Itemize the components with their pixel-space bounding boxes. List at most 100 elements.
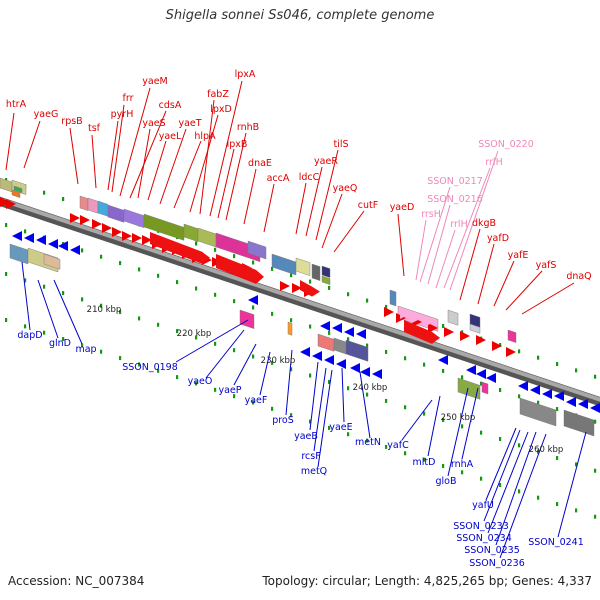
leader-line [427,204,451,285]
gene-label-ldcC: ldcC [299,172,320,183]
gene-arrow [320,321,330,331]
track-dot [442,323,445,328]
gene-arrow [492,341,502,351]
gene-label-pyrH: pyrH [111,109,134,120]
pseudo-label-SSON_0220: SSON_0220 [478,139,534,150]
feature-block [389,289,397,307]
feature-block [97,200,109,217]
scale-label: 260 kbp [529,445,564,455]
track-dot [195,381,198,386]
track-dot [442,417,445,422]
feature-block [87,197,99,214]
leader-line [159,128,187,205]
track-dot [537,355,540,360]
leader-line [341,367,345,423]
gene-label-dkgB: dkgB [472,218,496,229]
gene-arrow [292,283,302,293]
gene-label-rnhA: rnhA [451,459,474,470]
gene-arrow [248,295,258,305]
track-dot [5,272,8,277]
feature-block [123,208,145,228]
gene-label-rpsB: rpsB [61,116,82,127]
gene-label-frr: frr [123,93,134,104]
pseudo-label-rrlH: rrlH [485,157,502,168]
leader-line [483,429,521,522]
leader-line [477,243,495,305]
track-dot [442,463,445,468]
track-dot [328,285,331,290]
gene-label-lpxA: lpxA [235,69,256,80]
track-dot [461,375,464,380]
gene-label-htrA: htrA [6,99,27,110]
track-dot [537,400,540,405]
leader-line [459,228,481,301]
track-dot [556,502,559,507]
gene-label-yaeF: yaeF [245,395,268,406]
leader-line [147,140,167,201]
gene-label-rnhB: rnhB [237,122,259,133]
leader-line [427,395,441,457]
track-dot [214,387,217,392]
gene-arrow [590,403,600,413]
track-dot [252,400,255,405]
gene-label-metN: metN [355,437,381,448]
track-dot [24,278,27,283]
feature-block [469,323,481,334]
track-dot [62,291,65,296]
leader-line [493,260,515,307]
gene-label-cutF: cutF [358,200,378,211]
gene-label-accA: accA [267,173,290,184]
gene-label-yaeR: yaeR [314,156,338,167]
feature-block [345,339,369,362]
track-dot [5,223,8,228]
track-dot [556,456,559,461]
track-dot [366,298,369,303]
track-dot [81,297,84,302]
feature-block [321,265,331,278]
leader-line [499,433,547,559]
gene-arrow [312,351,322,361]
track-dot [499,343,502,348]
track-dot [24,324,27,329]
gene-arrow [300,280,320,297]
gene-arrow [36,235,46,245]
gene-arrow [566,397,576,407]
track-dot [328,330,331,335]
feature-block [11,189,21,198]
track-dot [594,374,597,379]
track-dot [328,379,331,384]
track-dot [423,457,426,462]
leader-line [23,120,41,169]
scale-label: 220 kbp [177,329,212,339]
track-dot [594,514,597,519]
track-dot [594,419,597,424]
track-dot [290,367,293,372]
leader-line [69,127,79,185]
leader-line [495,431,537,546]
feature-block [197,227,217,248]
leader-line [189,114,219,213]
scale-label: 230 kbp [261,356,296,366]
gene-label-cdsA: cdsA [159,100,182,111]
track-dot [309,279,312,284]
feature-block [519,397,557,427]
gene-arrow [350,363,360,373]
leader-line [175,319,249,363]
track-dot [271,311,274,316]
scale-label: 210 kbp [87,305,122,315]
feature-block [247,240,267,260]
pseudo-label-SSON_0216: SSON_0216 [427,194,483,205]
feature-block [0,177,13,193]
track-dot [404,405,407,410]
gene-arrows [0,197,600,413]
feature-block [271,253,297,276]
track-dot [290,318,293,323]
feature-block [79,195,89,211]
leader-line [321,193,343,249]
gene-label-mltD: mltD [413,457,436,468]
gene-label-SSON_0234: SSON_0234 [456,533,512,544]
track-dot [290,273,293,278]
track-dot [271,266,274,271]
gene-arrow [12,231,22,241]
